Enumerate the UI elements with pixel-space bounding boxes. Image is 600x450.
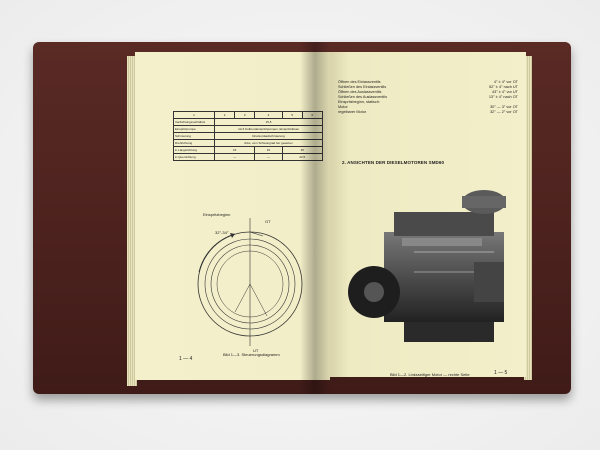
flywheel-hub: [364, 282, 384, 302]
spine-shadow: [300, 42, 330, 394]
valve-label: Schließen des Einlassventils: [338, 85, 387, 89]
diagram-top-label: Einspritzbeginn: [203, 212, 231, 217]
valve-value: 30° — 3° vor OT: [490, 105, 518, 109]
row-label: Schmierung: [173, 132, 215, 140]
manifold: [402, 238, 482, 246]
valve-label: regelbarer Motor: [338, 110, 367, 114]
valve-value: 13° ± 4° nach OT: [488, 95, 518, 99]
spec-table: 1 2 3 4 5 6 Verdichtungsverhältnis 15,5 …: [173, 111, 324, 161]
valve-label: Einspritzbeginn, statisch:: [338, 100, 380, 104]
timing-diagram: [197, 218, 303, 346]
list-item: Öffnen des Auslassventils 43° ± 4° vor UT: [338, 90, 518, 95]
middle-ring: [204, 238, 296, 330]
valve-value: 52° ± 4° nach UT: [489, 85, 518, 89]
table-header-cell: 1: [173, 111, 215, 119]
crank-lines: [234, 283, 268, 317]
arrow-head-icon: [230, 233, 235, 238]
valve-label: Öffnen des Auslassventils: [338, 90, 382, 94]
valve-value: 4° ± 4° vor OT: [493, 80, 518, 84]
list-item: Schließen des Einlassventils 52° ± 4° nac…: [338, 85, 518, 90]
right-figure-caption: Bild 1—2. Linksseitiger Motor — rechte S…: [390, 372, 470, 377]
row-value: —: [254, 153, 283, 161]
left-page: 1 2 3 4 5 6 Verdichtungsverhältnis 15,5 …: [135, 52, 330, 380]
row-label: in Querrichtung: [173, 153, 215, 161]
row-value: 15: [254, 146, 283, 154]
valve-value: 32° — 2° vor OT: [490, 110, 518, 114]
table-header-cell: 3: [234, 111, 256, 119]
row-value: —: [213, 153, 256, 161]
valve-label: Öffnen des Einlassventils: [338, 80, 381, 84]
list-item: Öffnen des Einlassventils 4° ± 4° vor OT: [338, 80, 518, 85]
inner-ring: [210, 244, 290, 324]
table-row: in Querrichtung — — 22,5: [173, 153, 324, 161]
cylinder-head: [394, 212, 494, 236]
filter-housing: [462, 196, 506, 208]
table-header-cell: 4: [254, 111, 283, 119]
angle-marker: [249, 231, 264, 237]
row-label: Drehrichtung: [173, 139, 215, 147]
valve-label: Schließen des Auslassventils: [338, 95, 387, 99]
diagram-ot-label: OT: [265, 219, 271, 224]
rotation-arrow: [198, 233, 236, 273]
pump-unit: [474, 262, 504, 302]
left-figure-caption: Bild 1—3. Steuerungsdiagramm: [223, 352, 280, 357]
table-header-cell: 2: [213, 111, 236, 119]
row-label: in Längsrichtung: [173, 146, 215, 154]
page-stack-left: [127, 56, 137, 386]
right-page-number: 1 — 5: [494, 370, 508, 376]
list-item: Schließen des Auslassventils 13° ± 4° nac…: [338, 95, 518, 100]
valve-value: 43° ± 4° vor UT: [491, 90, 518, 94]
list-item: Einspritzbeginn, statisch:: [338, 100, 518, 105]
row-label: Verdichtungsverhältnis: [173, 118, 215, 126]
row-label: Einspritzpumpe: [173, 125, 215, 133]
table-row: in Längsrichtung 15 15 45: [173, 146, 324, 154]
diagram-angle-label: 32°-34°: [215, 230, 229, 235]
engine-illustration: [348, 190, 506, 342]
left-page-number: 1 — 4: [179, 356, 193, 362]
list-item: Motor 30° — 3° vor OT: [338, 105, 518, 110]
core-ring: [216, 250, 284, 318]
list-item: regelbarer Motor 32° — 2° vor OT: [338, 110, 518, 115]
oil-pan: [404, 322, 494, 342]
row-value: 22,5: [281, 153, 324, 161]
row-value: 15: [213, 146, 256, 154]
diagram-ut-label: UT: [253, 348, 259, 353]
valve-label: Motor: [338, 105, 348, 109]
page-stack-right: [524, 56, 532, 380]
section-heading: 2. ANSICHTEN DER DIESELMOTOREN SMD60: [342, 160, 445, 165]
